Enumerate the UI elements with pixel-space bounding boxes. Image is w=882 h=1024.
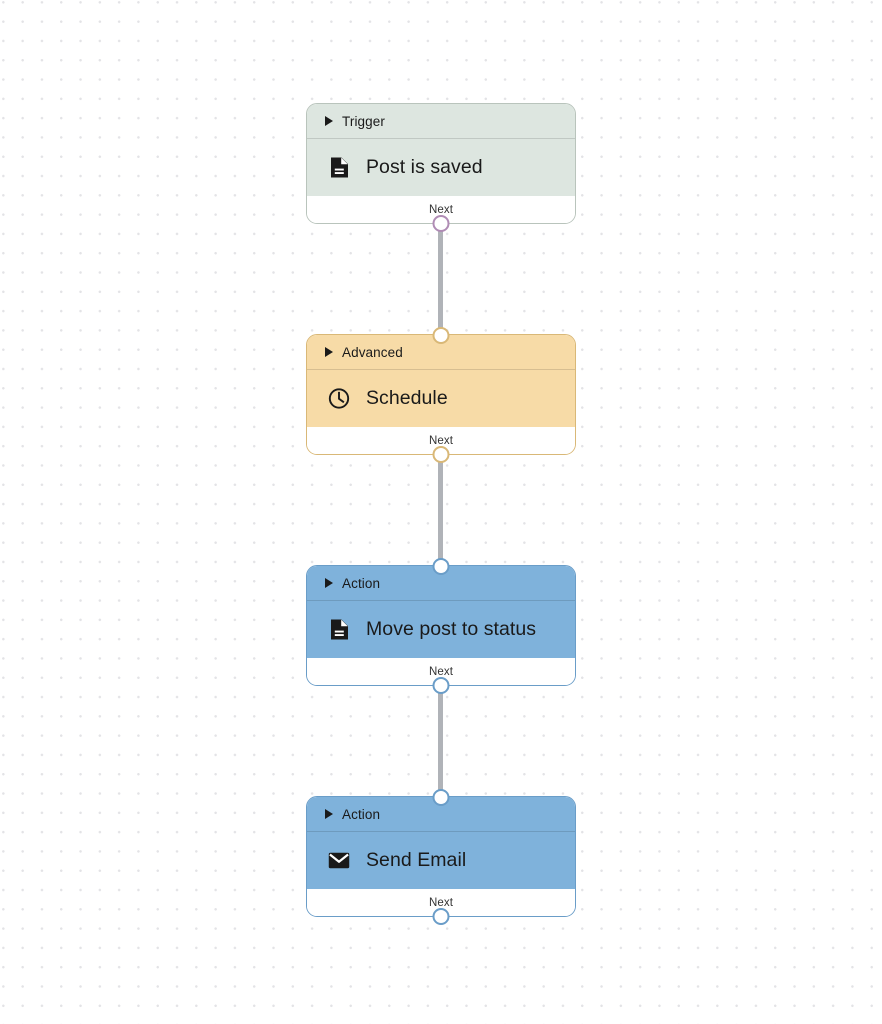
expand-triangle-icon[interactable] (325, 347, 333, 357)
envelope-icon (328, 850, 350, 872)
document-icon (328, 619, 350, 641)
node-header[interactable]: Trigger (307, 104, 575, 139)
node-body[interactable]: Post is saved (307, 139, 575, 196)
node-input-port[interactable] (432, 557, 450, 575)
node-output-port[interactable] (432, 907, 450, 925)
node-header[interactable]: Action (307, 566, 575, 601)
node-output-port[interactable] (432, 214, 450, 232)
expand-triangle-icon[interactable] (325, 578, 333, 588)
document-icon (328, 157, 350, 179)
node-input-port[interactable] (432, 326, 450, 344)
node-body[interactable]: Send Email (307, 832, 575, 889)
connector-line[interactable] (438, 686, 443, 796)
node-title-label: Send Email (366, 849, 467, 871)
node-next-label: Next (428, 434, 454, 447)
node-category-label: Action (342, 575, 381, 591)
node-title-label: Move post to status (366, 618, 537, 640)
node-title-label: Post is saved (366, 156, 483, 178)
expand-triangle-icon[interactable] (325, 809, 333, 819)
expand-triangle-icon[interactable] (325, 116, 333, 126)
node-body[interactable]: Move post to status (307, 601, 575, 658)
connector-line[interactable] (438, 224, 443, 334)
node-output-port[interactable] (432, 676, 450, 694)
clock-icon (328, 388, 350, 410)
node-category-label: Advanced (342, 344, 403, 360)
node-title-label: Schedule (366, 387, 448, 409)
node-output-port[interactable] (432, 445, 450, 463)
node-body[interactable]: Schedule (307, 370, 575, 427)
node-category-label: Trigger (342, 113, 385, 129)
node-next-label: Next (428, 203, 454, 216)
node-input-port[interactable] (432, 788, 450, 806)
node-next-label: Next (428, 896, 454, 909)
node-next-label: Next (428, 665, 454, 678)
node-category-label: Action (342, 806, 381, 822)
connector-line[interactable] (438, 455, 443, 565)
